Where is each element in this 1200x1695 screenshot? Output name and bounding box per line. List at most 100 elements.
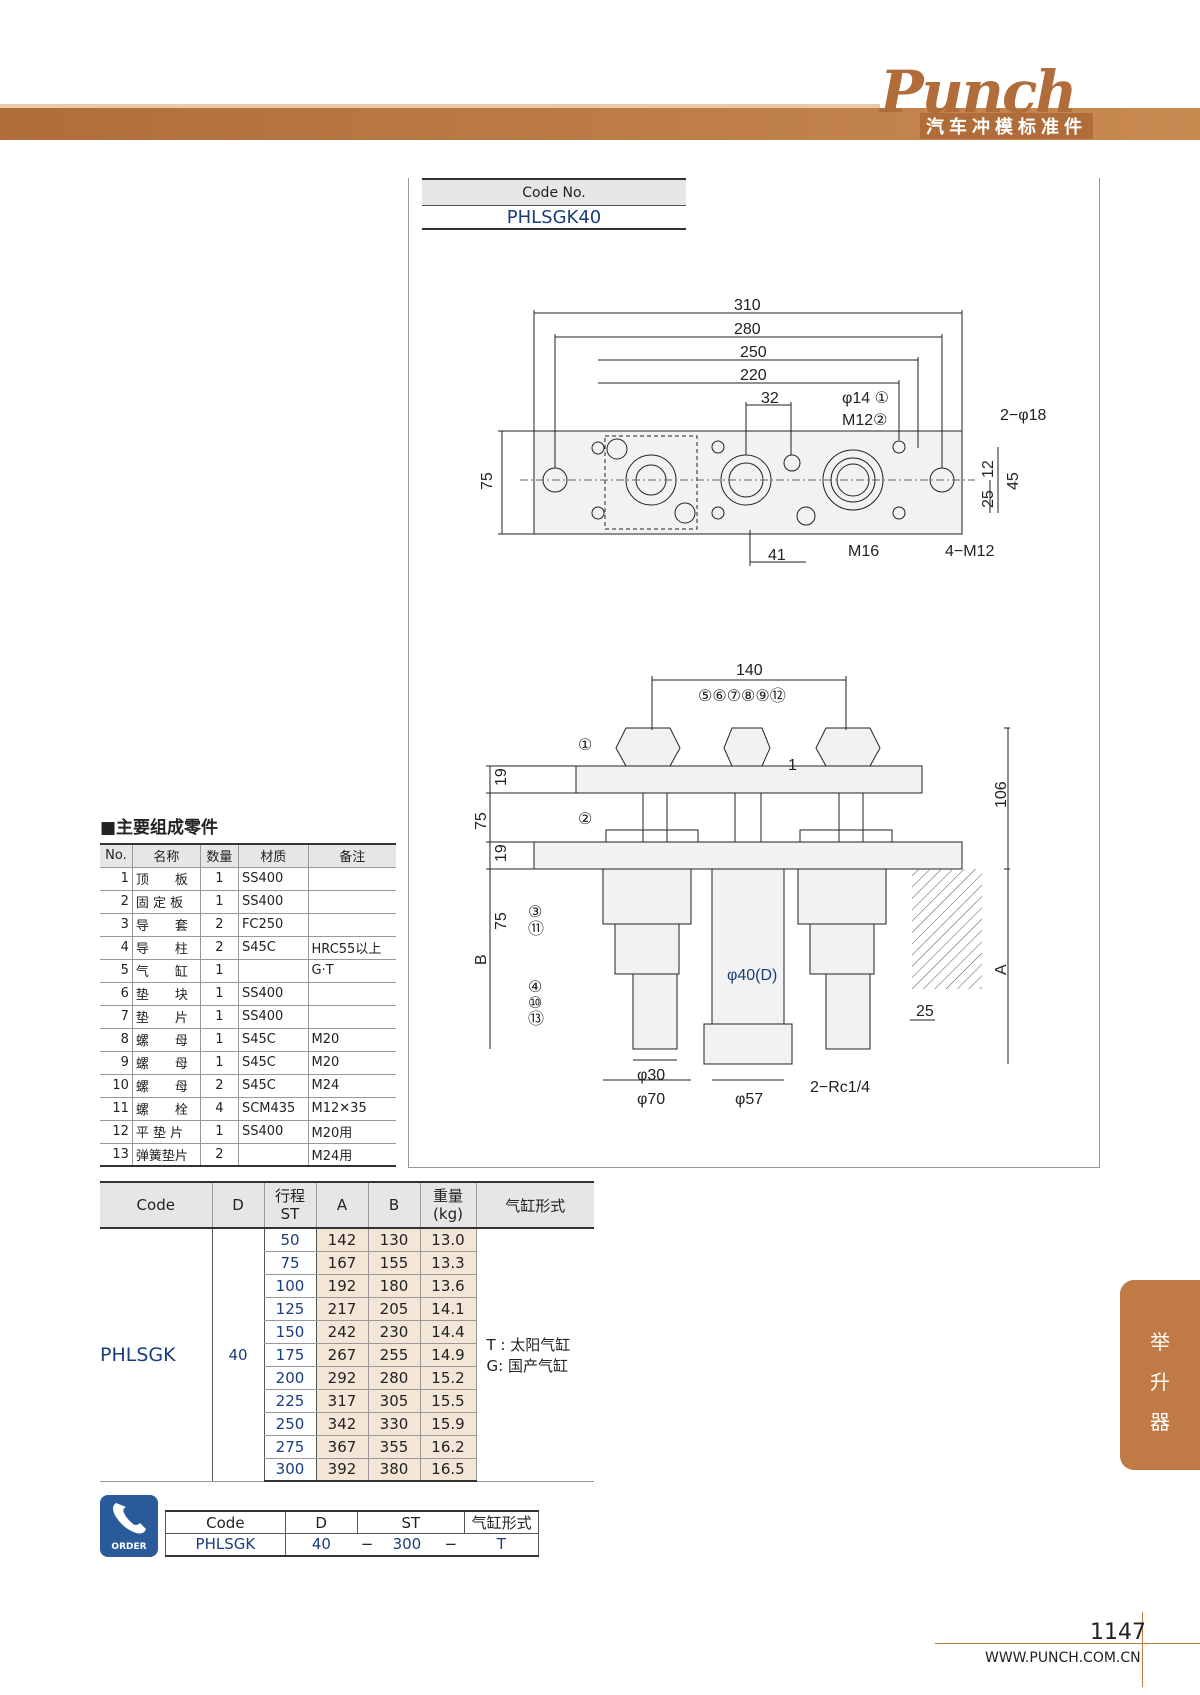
spec-weight: 13.0: [420, 1228, 477, 1252]
code-box-value: PHLSGK40: [506, 207, 602, 228]
parts-qty: 1: [199, 1120, 239, 1144]
spec-a: 142: [316, 1228, 369, 1252]
spec-a: 392: [316, 1458, 369, 1482]
spec-b: 380: [368, 1458, 421, 1482]
phone-icon: [113, 1503, 146, 1534]
parts-material: SCM435: [237, 1097, 309, 1121]
parts-note: M24: [307, 1074, 396, 1098]
parts-no: 6: [100, 982, 133, 1006]
category-side-tab[interactable]: 举 升 器: [1120, 1280, 1200, 1470]
order-separator-2: −: [436, 1533, 465, 1557]
dim-12: 12: [980, 460, 997, 478]
spec-b: 355: [368, 1435, 421, 1459]
parts-col-material: 材质: [237, 843, 309, 868]
parts-no: 5: [100, 959, 133, 983]
label-m16: M16: [848, 543, 879, 560]
spec-weight: 15.9: [420, 1412, 477, 1436]
spec-weight: 14.4: [420, 1320, 477, 1344]
dim-phi70: φ70: [637, 1091, 665, 1108]
dim-140: 140: [736, 662, 763, 679]
parts-name: 垫 块: [131, 982, 201, 1006]
order-value-code: PHLSGK: [165, 1533, 286, 1557]
dim-250: 250: [740, 344, 767, 361]
spec-b: 130: [368, 1228, 421, 1252]
label-m12: M12②: [842, 412, 887, 429]
spec-st: 200: [263, 1366, 317, 1390]
parts-no: 8: [100, 1028, 133, 1052]
spec-weight: 13.6: [420, 1274, 477, 1298]
label-2-phi18: 2−φ18: [1000, 407, 1047, 424]
header-light-band: [0, 104, 880, 110]
parts-material: S45C: [237, 936, 309, 960]
spec-b: 330: [368, 1412, 421, 1436]
dim-19-lower: 19: [493, 844, 510, 862]
parts-material: [237, 959, 309, 983]
spec-st: 125: [263, 1297, 317, 1321]
parts-qty: 1: [199, 959, 239, 983]
dim-220: 220: [740, 367, 767, 384]
dim-280: 280: [734, 321, 761, 338]
spec-b: 280: [368, 1366, 421, 1390]
parts-material: S45C: [237, 1074, 309, 1098]
order-header-cylinder: 气缸形式: [464, 1510, 539, 1534]
label-2-rc14: 2−Rc1/4: [810, 1079, 870, 1096]
spec-a: 267: [316, 1343, 369, 1367]
parts-name: 螺 母: [131, 1074, 201, 1098]
spec-col-d: D: [211, 1181, 264, 1229]
parts-note: M20: [307, 1028, 396, 1052]
parts-no: 1: [100, 867, 133, 891]
spec-weight: 16.5: [420, 1458, 477, 1482]
dim-75-top: 75: [479, 472, 496, 490]
dim-75-lower: 75: [493, 912, 510, 930]
code-box: Code No. PHLSGK40: [422, 178, 686, 230]
parts-name: 螺 母: [131, 1028, 201, 1052]
spec-st: 75: [263, 1251, 317, 1275]
parts-name: 弹簧垫片: [131, 1143, 201, 1167]
parts-name: 垫 片: [131, 1005, 201, 1029]
label-balloon-2: ②: [578, 811, 592, 828]
dim-75-side: 75: [473, 812, 490, 830]
parts-qty: 2: [199, 936, 239, 960]
parts-name: 螺 母: [131, 1051, 201, 1075]
dim-b: B: [473, 954, 490, 965]
parts-no: 12: [100, 1120, 133, 1144]
side-tab-char-2: 升: [1150, 1370, 1170, 1394]
spec-a: 167: [316, 1251, 369, 1275]
parts-no: 11: [100, 1097, 133, 1121]
parts-material: S45C: [237, 1028, 309, 1052]
order-header-d: D: [285, 1510, 358, 1534]
parts-name: 平 垫 片: [131, 1120, 201, 1144]
parts-qty: 1: [199, 982, 239, 1006]
spec-st: 150: [263, 1320, 317, 1344]
parts-no: 13: [100, 1143, 133, 1167]
code-box-header: Code No.: [422, 180, 686, 206]
footer-divider: [1142, 1612, 1143, 1687]
spec-col-st: 行程 ST: [263, 1181, 316, 1229]
label-balloon-3: ③: [528, 904, 542, 921]
parts-note: [307, 1005, 396, 1029]
label-4-m12: 4−M12: [945, 543, 994, 560]
parts-no: 9: [100, 1051, 133, 1075]
parts-name: 螺 栓: [131, 1097, 201, 1121]
order-icon-label: ORDER: [111, 1542, 147, 1552]
spec-a: 242: [316, 1320, 369, 1344]
spec-d: 40: [211, 1228, 264, 1482]
spec-weight: 15.2: [420, 1366, 477, 1390]
parts-name: 导 柱: [131, 936, 201, 960]
dim-phi57: φ57: [735, 1091, 763, 1108]
dim-310: 310: [734, 297, 761, 314]
parts-qty: 2: [199, 1143, 239, 1167]
parts-note: [307, 913, 396, 937]
